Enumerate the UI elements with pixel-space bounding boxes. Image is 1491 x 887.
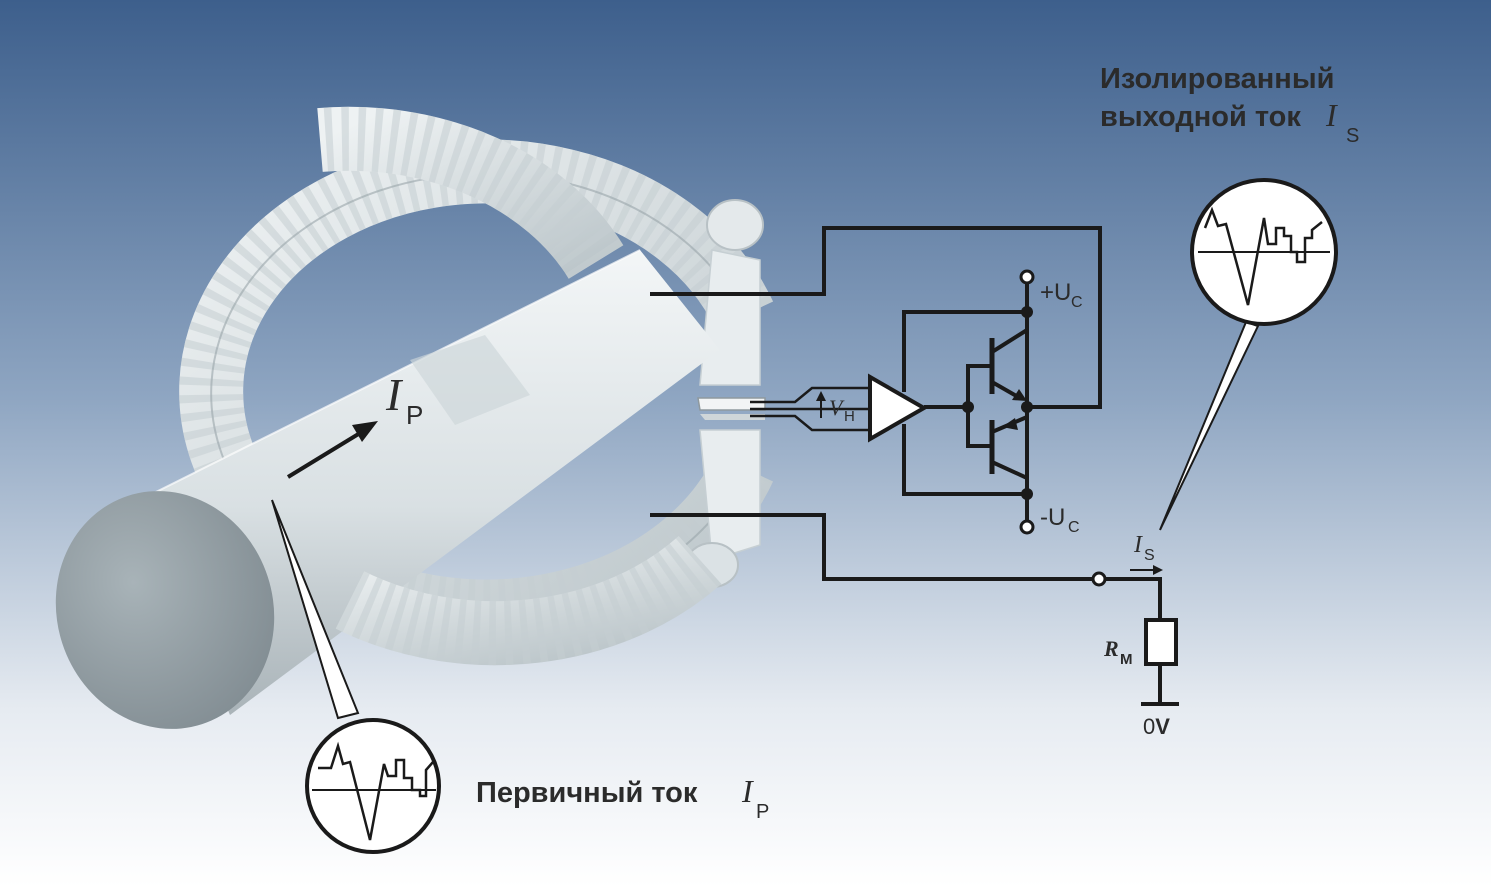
secondary-current-callout xyxy=(1159,178,1338,531)
vh-subscript: H xyxy=(844,408,855,425)
plus-supply-terminal xyxy=(1019,269,1035,285)
vh-symbol: V xyxy=(829,395,845,420)
primary-current-label: Первичный ток xyxy=(476,777,698,809)
isolated-output-symbol: I xyxy=(1325,97,1338,133)
minus-supply-terminal xyxy=(1019,519,1035,535)
plus-uc-subscript: C xyxy=(1071,294,1083,311)
current-direction-arrow xyxy=(286,421,378,479)
minus-uc-subscript: C xyxy=(1068,519,1080,536)
rm-symbol: R xyxy=(1103,636,1119,661)
hall-leads xyxy=(750,386,872,432)
isolated-output-subscript: S xyxy=(1346,125,1359,147)
conductor-current-subscript: P xyxy=(406,400,423,430)
primary-current-callout xyxy=(271,499,441,854)
is-subscript: S xyxy=(1144,547,1155,564)
is-symbol: I xyxy=(1133,532,1143,558)
rm-subscript: M xyxy=(1120,651,1133,668)
measuring-resistor xyxy=(1144,618,1178,666)
isolated-output-line1: Изолированный xyxy=(1100,63,1334,95)
zero-v-suffix: V xyxy=(1155,714,1170,739)
hall-sensor xyxy=(697,397,766,420)
primary-conductor xyxy=(55,249,720,729)
minus-uc-label: -U xyxy=(1040,504,1065,531)
primary-current-subscript: P xyxy=(756,801,769,823)
toroid-front xyxy=(317,106,722,666)
amp-supply-wires xyxy=(902,310,1027,496)
primary-current-symbol: I xyxy=(741,773,754,809)
vh-arrow xyxy=(816,391,826,418)
amplifier xyxy=(868,373,929,443)
push-pull-transistors xyxy=(962,280,1033,527)
plus-uc-label: +U xyxy=(1040,279,1071,306)
conductor-current-symbol: I xyxy=(385,369,404,420)
isolated-output-line2: выходной ток xyxy=(1100,101,1301,133)
conductor-end-cap xyxy=(55,491,275,729)
zero-v-prefix: 0 xyxy=(1143,714,1155,739)
winding-leads xyxy=(650,226,1102,581)
zero-v-label: 0V xyxy=(1143,714,1170,739)
output-circuit xyxy=(1091,565,1179,706)
